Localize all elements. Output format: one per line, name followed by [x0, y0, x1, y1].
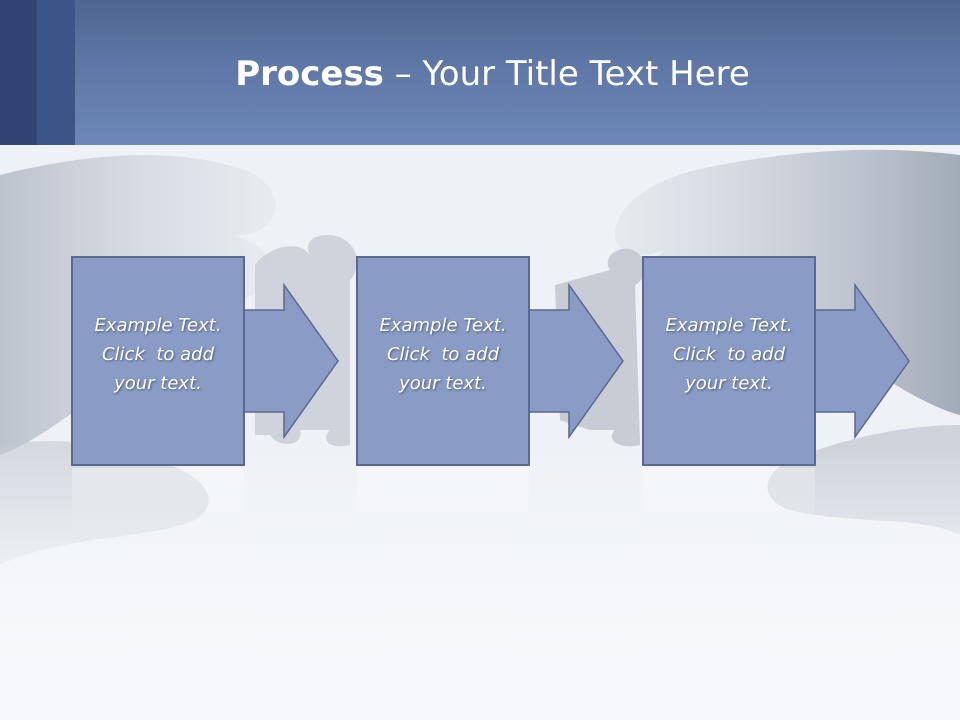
header-stripe-mid — [37, 0, 75, 145]
process-step-3-text[interactable]: Example Text. Click to add your text. — [643, 311, 815, 398]
text-line: Example Text. — [379, 315, 507, 336]
text-line: your text. — [685, 373, 773, 394]
text-line: Click to add — [101, 344, 214, 365]
text-line: Click to add — [386, 344, 499, 365]
title-bold: Process — [235, 54, 384, 94]
process-step-1-text[interactable]: Example Text. Click to add your text. — [72, 311, 244, 398]
box-reflections — [72, 468, 815, 538]
arrow-right-icon — [241, 282, 339, 440]
header-stripe-dark — [0, 0, 37, 145]
arrow-right-icon — [526, 282, 624, 440]
text-line: Click to add — [672, 344, 785, 365]
text-line: your text. — [399, 373, 487, 394]
process-box-1 — [71, 256, 245, 466]
slide-title[interactable]: Process – Your Title Text Here — [75, 52, 910, 96]
process-step-3[interactable] — [642, 256, 910, 466]
process-step-1[interactable] — [71, 256, 339, 466]
title-bar: Process – Your Title Text Here — [0, 0, 960, 145]
arrow-right-icon — [812, 282, 910, 440]
process-box-3 — [642, 256, 816, 466]
text-line: Example Text. — [665, 315, 793, 336]
text-line: your text. — [114, 373, 202, 394]
process-box-2 — [356, 256, 530, 466]
title-rest: – Your Title Text Here — [383, 54, 750, 94]
process-step-2-text[interactable]: Example Text. Click to add your text. — [357, 311, 529, 398]
text-line: Example Text. — [94, 315, 222, 336]
process-step-2[interactable] — [356, 256, 624, 466]
